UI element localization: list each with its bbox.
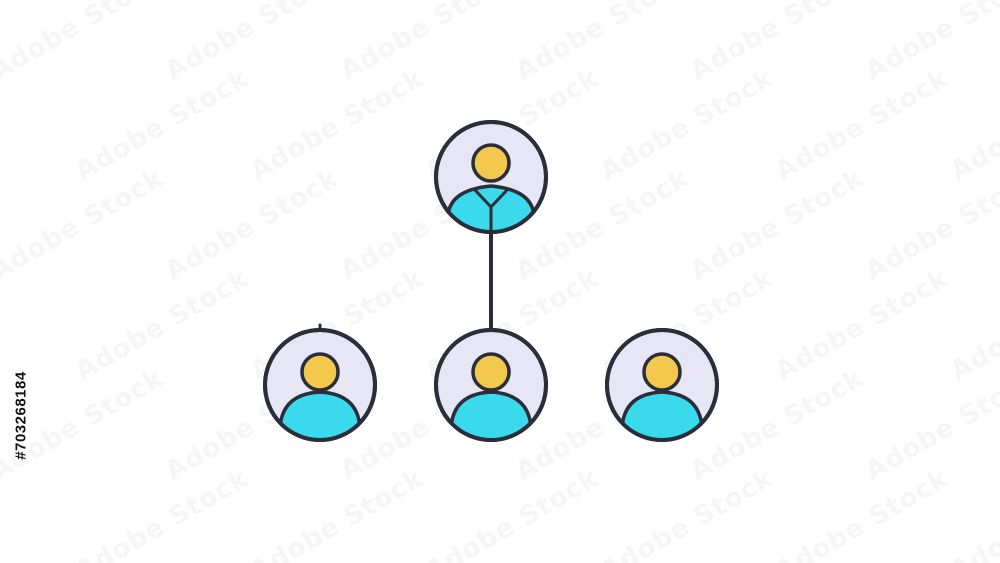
person-body-icon bbox=[278, 390, 362, 439]
person-head-icon bbox=[300, 352, 340, 392]
person-body-icon bbox=[449, 390, 533, 439]
user-node-bottom-right bbox=[605, 328, 719, 442]
person-head-icon bbox=[642, 352, 682, 392]
person-head-icon bbox=[471, 143, 511, 183]
person-head-icon bbox=[471, 352, 511, 392]
user-node-top bbox=[434, 120, 548, 234]
user-node-bottom-center bbox=[434, 328, 548, 442]
user-node-bottom-left bbox=[263, 323, 377, 442]
person-body-icon bbox=[620, 390, 704, 439]
